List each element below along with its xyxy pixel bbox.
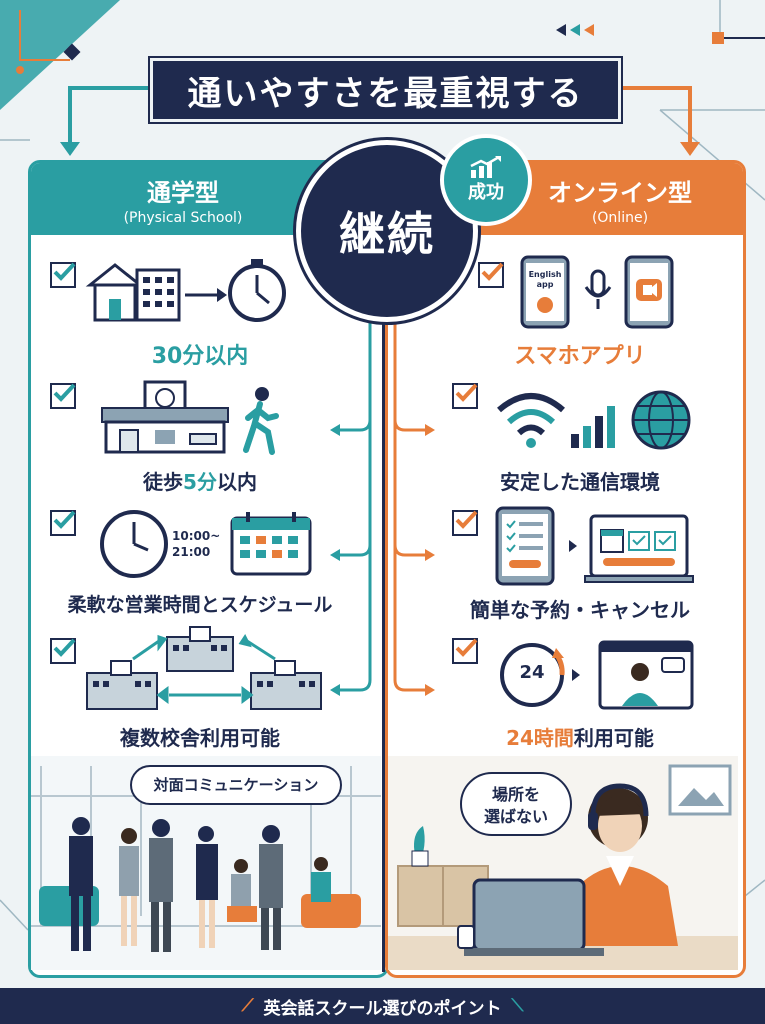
smartphone-mic-icon (520, 255, 674, 329)
item-left-2-post: 以内 (216, 470, 257, 494)
page-title: 通いやすさを最重視する (187, 73, 584, 114)
wifi-signal-globe-icon (497, 390, 691, 450)
item-left-2-highlight: 5分 (183, 470, 217, 494)
title-banner: 通いやすさを最重視する (148, 56, 623, 124)
item-left-4-label: 複数校舎利用可能 (120, 726, 280, 750)
checkbox-1-right (478, 262, 504, 288)
item-left-1-label: 30分以内 (151, 344, 249, 369)
physical-school-subheading: (Physical School) (123, 209, 243, 226)
item-left-3-label: 柔軟な営業時間とスケジュール (67, 594, 333, 616)
item-right-4-highlight: 24時間 (506, 726, 574, 750)
success-badge-label: 成功 (468, 182, 504, 203)
station-walking-icon (101, 380, 279, 455)
item-left-2-pre: 徒歩 (143, 470, 184, 494)
item-right-1-label: スマホアプリ (514, 344, 646, 369)
physical-school-heading: 通学型 (147, 178, 219, 207)
business-hours-text: 10:00~ 21:00 (172, 529, 221, 559)
checkbox-4-right (452, 638, 478, 664)
english-app-text: English app (528, 270, 562, 289)
checkbox-1-left (50, 262, 76, 288)
clock-24-text: 24 (519, 662, 545, 683)
spark-right-icon: ⟍ (511, 996, 524, 1016)
remote-learner-illustration (388, 756, 738, 970)
item-right-2-label: 安定した通信環境 (500, 470, 660, 494)
success-badge: 成功 (440, 134, 532, 226)
wall-clock-icon (100, 510, 168, 578)
footer-banner: ⟋ 英会話スクール選びのポイント ⟍ (0, 988, 765, 1024)
checkbox-3-right (452, 510, 478, 536)
calendar-icon (230, 512, 312, 576)
office-meeting-illustration (31, 756, 381, 970)
checkbox-2-right (452, 383, 478, 409)
item-left-2-label: 徒歩5分以内 (40, 466, 360, 495)
spark-left-icon: ⟋ (241, 996, 254, 1016)
multiple-buildings-icon (86, 626, 322, 710)
checkbox-3-left (50, 510, 76, 536)
item-right-4-label: 24時間利用可能 (420, 722, 740, 751)
checkbox-2-left (50, 383, 76, 409)
tablet-laptop-booking-icon (495, 506, 694, 586)
footer-text: 英会話スクール選びのポイント (263, 998, 502, 1019)
continuation-label: 継続 (339, 207, 435, 261)
24h-video-call-icon (500, 640, 694, 710)
item-right-3-label: 簡単な予約・キャンセル (470, 598, 690, 622)
house-building-clock-icon (85, 259, 286, 322)
face-to-face-speech-bubble: 対面コミュニケーション (130, 765, 342, 805)
online-subheading: (Online) (591, 209, 649, 226)
center-divider (382, 312, 385, 972)
growth-chart-icon (470, 156, 501, 178)
item-right-4-post: 利用可能 (573, 726, 654, 750)
checkbox-4-left (50, 638, 76, 664)
online-heading: オンライン型 (548, 178, 692, 207)
anywhere-speech-bubble: 場所を 選ばない (460, 772, 572, 836)
